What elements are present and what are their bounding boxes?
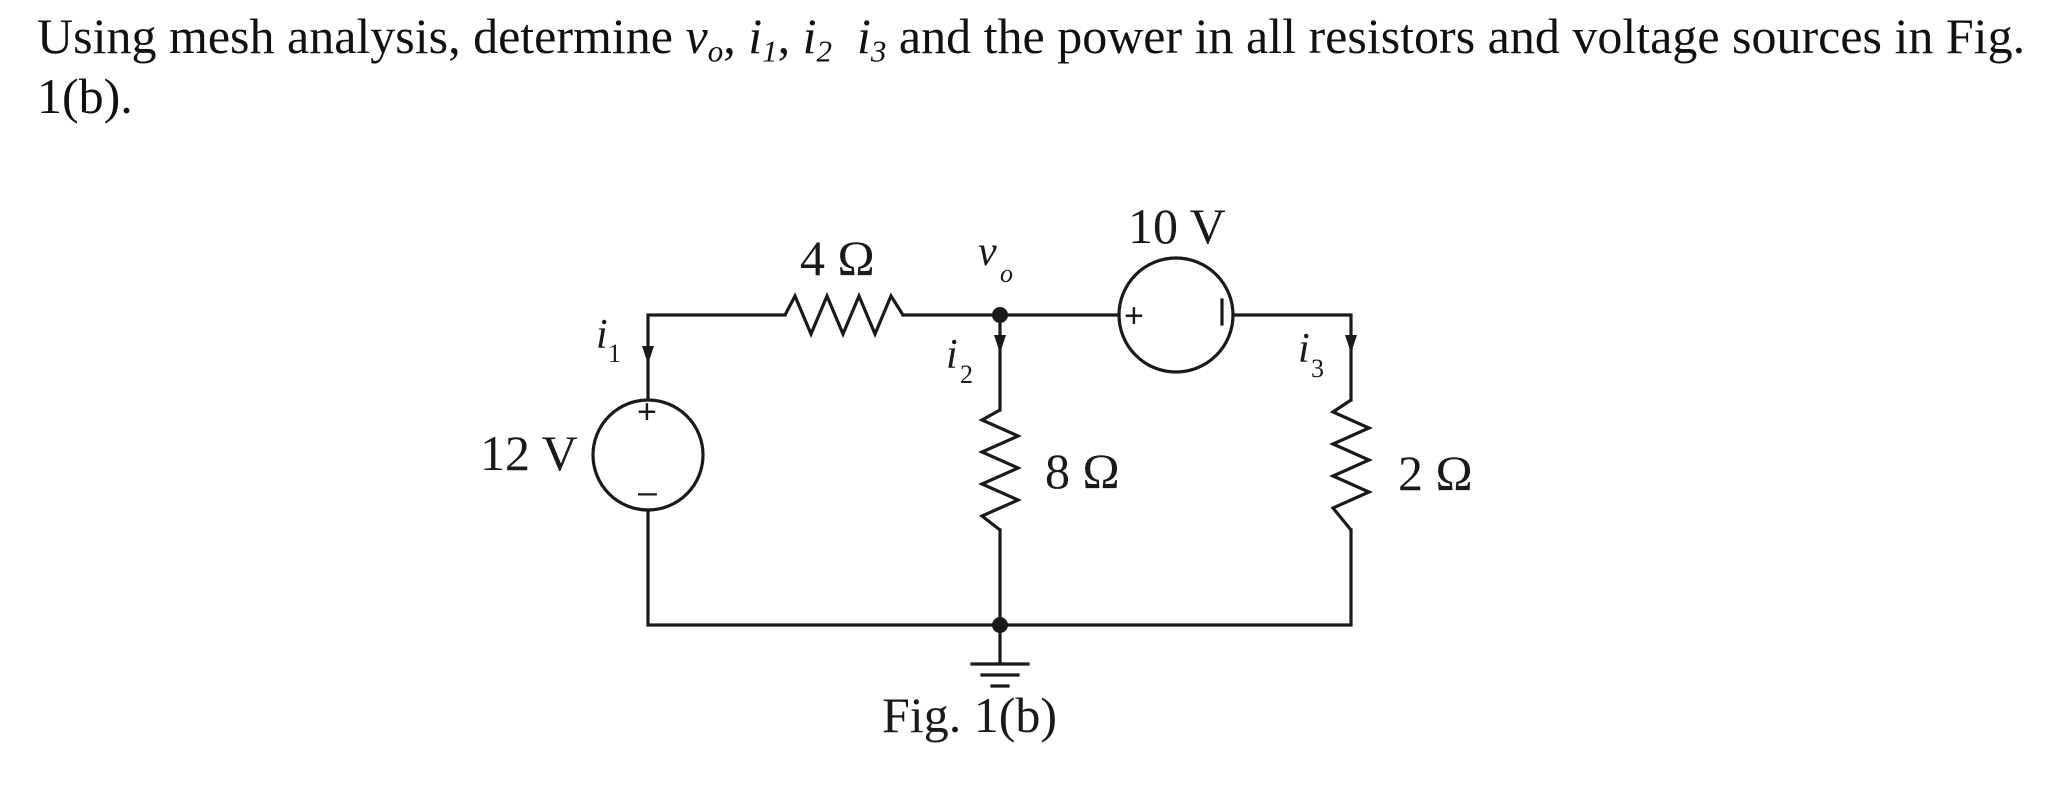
svg-text:1: 1 <box>608 339 621 368</box>
v12-plus-sign: + <box>637 393 657 431</box>
node-vo <box>992 307 1008 323</box>
wire-top-right <box>1232 313 1353 402</box>
svg-text:2: 2 <box>960 360 973 389</box>
current-i1-label: i 1 <box>596 312 621 368</box>
figure-caption: Fig. 1(b) <box>882 687 1057 743</box>
resistor-8ohm <box>978 408 1022 532</box>
wire-left-top <box>646 313 787 402</box>
resistor-4ohm <box>783 291 905 339</box>
voltage-source-12v: + – <box>591 393 705 512</box>
v10-plus-sign: + <box>1124 297 1144 335</box>
svg-text:3: 3 <box>1311 354 1324 383</box>
var-vo: vo <box>685 8 724 69</box>
svg-text:v: v <box>978 229 997 275</box>
current-i3-arrow <box>1345 335 1357 353</box>
var-i1: i1 <box>748 8 778 69</box>
svg-text:i: i <box>596 312 608 358</box>
ground-icon <box>970 662 1030 688</box>
resistor-2ohm-label: 2 Ω <box>1398 445 1473 501</box>
var-i2: i2 <box>802 8 833 69</box>
voltage-source-10v: + <box>1117 256 1235 374</box>
problem-text-before: Using mesh analysis, determine <box>37 8 686 64</box>
current-i3-label: i 3 <box>1298 326 1324 383</box>
voltage-source-10v-label: 10 V <box>1128 198 1226 254</box>
var-i3: i3 <box>857 8 887 69</box>
problem-statement: Using mesh analysis, determine vo, i1, i… <box>37 8 2026 124</box>
node-ground <box>992 617 1008 633</box>
v12-minus-sign: – <box>638 473 657 511</box>
resistor-2ohm <box>1329 398 1373 532</box>
wires <box>646 313 1353 664</box>
svg-text:o: o <box>1000 259 1013 288</box>
current-i2-arrow <box>994 335 1006 353</box>
node-vo-label: v o <box>978 229 1013 288</box>
current-i1-arrow <box>642 346 654 364</box>
voltage-source-12v-label: 12 V <box>480 425 578 481</box>
resistor-4ohm-label: 4 Ω <box>800 230 875 286</box>
svg-text:i: i <box>946 332 958 378</box>
problem-text-after: and the power in all resistors and volta… <box>37 8 2026 124</box>
resistor-8ohm-label: 8 Ω <box>1045 443 1120 499</box>
svg-text:i: i <box>1298 326 1310 372</box>
current-i2-label: i 2 <box>946 332 973 389</box>
